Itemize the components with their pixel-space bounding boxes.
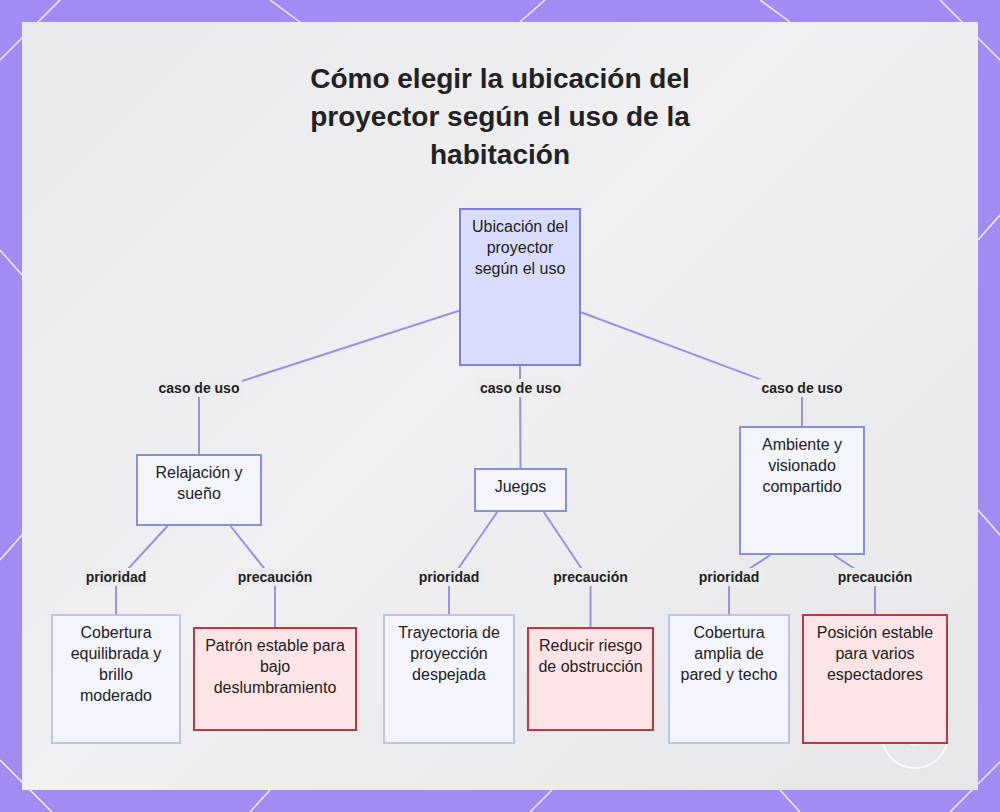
- caution-box: Patrón estable para bajo deslumbramiento: [193, 627, 357, 731]
- caution-box: Posición estable para varios espectadore…: [802, 614, 948, 744]
- edge-label: precaución: [835, 568, 916, 586]
- connector-line: [449, 512, 497, 614]
- node-text: Ambiente y visionado compartido: [749, 434, 855, 497]
- connector-line: [581, 312, 802, 426]
- caution-box: Reducir riesgo de obstrucción: [527, 627, 654, 731]
- node-text: Relajación y sueño: [146, 462, 252, 504]
- priority-box: Cobertura equilibrada y brillo moderado: [51, 614, 181, 744]
- edge-label: caso de uso: [156, 379, 243, 397]
- edge-label: prioridad: [83, 568, 150, 586]
- node-text: Reducir riesgo de obstrucción: [537, 635, 644, 677]
- edge-label: caso de uso: [477, 379, 564, 397]
- category-box: Relajación y sueño: [136, 454, 262, 526]
- priority-box: Cobertura amplia de pared y techo: [668, 614, 790, 744]
- edge-label: precaución: [550, 568, 631, 586]
- edge-label: prioridad: [696, 568, 763, 586]
- category-box: Juegos: [474, 468, 567, 512]
- node-text: Ubicación del proyector según el uso: [469, 216, 571, 279]
- node-text: Juegos: [484, 476, 557, 497]
- node-text: Cobertura equilibrada y brillo moderado: [61, 622, 171, 706]
- priority-box: Trayectoria de proyección despejada: [383, 614, 515, 744]
- edge-label: precaución: [235, 568, 316, 586]
- node-text: Trayectoria de proyección despejada: [393, 622, 505, 685]
- node-text: Patrón estable para bajo deslumbramiento: [203, 635, 347, 698]
- category-box: Ambiente y visionado compartido: [739, 426, 865, 555]
- edge-label: caso de uso: [759, 379, 846, 397]
- node-text: Cobertura amplia de pared y techo: [678, 622, 780, 685]
- diagram-title: Cómo elegir la ubicación del proyector s…: [270, 60, 730, 174]
- node-text: Posición estable para varios espectadore…: [812, 622, 938, 685]
- edge-label: prioridad: [416, 568, 483, 586]
- root-box: Ubicación del proyector según el uso: [459, 208, 581, 366]
